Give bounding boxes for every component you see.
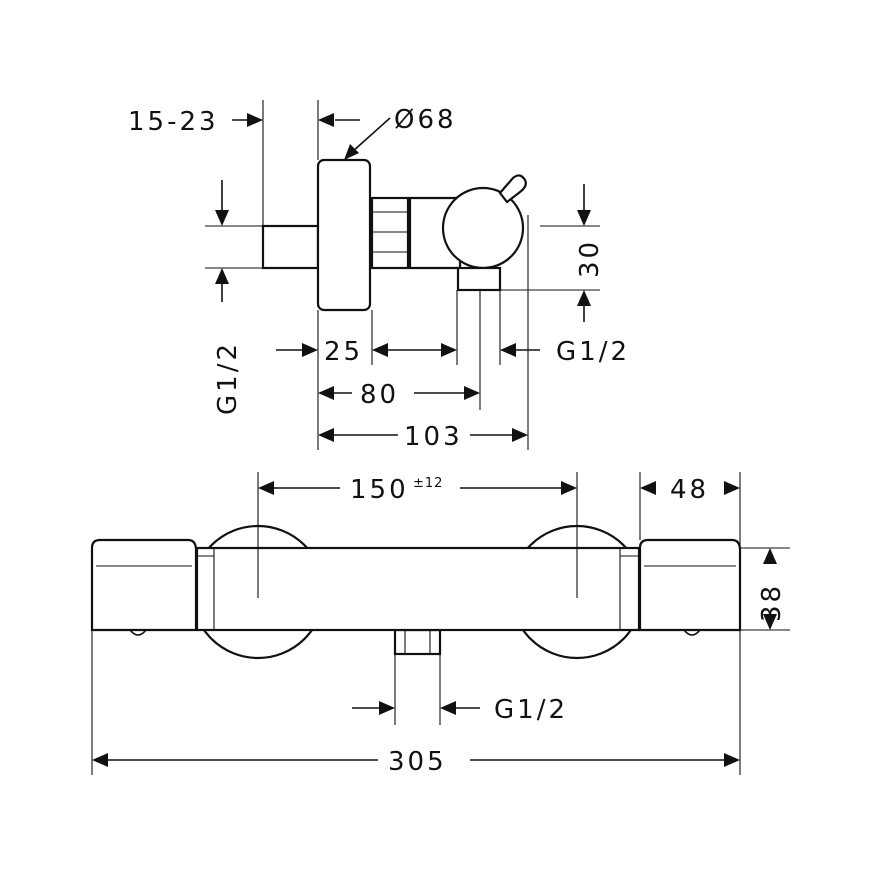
dim-body-height: 38 bbox=[757, 548, 787, 630]
label-centre-tolerance: ±12 bbox=[413, 476, 443, 491]
dim-depth-c: 103 bbox=[318, 422, 528, 452]
label-body-height: 38 bbox=[757, 583, 787, 622]
dim-inlet-offset: 15-23 bbox=[128, 107, 360, 137]
label-handle-width: 48 bbox=[670, 475, 709, 505]
inlet-pipe-stub bbox=[261, 224, 320, 270]
right-handle bbox=[619, 538, 742, 636]
dim-depth-b: 80 bbox=[318, 380, 480, 410]
dim-depth-a: 25 G1/2 bbox=[276, 337, 630, 367]
dim-side-thread: G1/2 bbox=[213, 180, 243, 415]
label-overall-length: 305 bbox=[388, 747, 447, 777]
dim-handle-width: 48 bbox=[640, 475, 740, 505]
label-outlet-thread-side: G1/2 bbox=[556, 337, 630, 367]
label-depth-a: 25 bbox=[324, 337, 363, 367]
outlet-block bbox=[456, 266, 502, 292]
dim-rosette-diameter: Ø68 bbox=[344, 105, 457, 160]
hex-connector bbox=[370, 196, 410, 270]
dim-outlet-height: 30 bbox=[575, 184, 605, 322]
label-outlet-thread-front: G1/2 bbox=[494, 695, 568, 725]
dim-centre-distance: 150 ±12 bbox=[258, 475, 577, 505]
label-side-thread: G1/2 bbox=[213, 341, 243, 415]
dim-outlet-thread-front: G1/2 bbox=[352, 695, 568, 725]
left-handle bbox=[90, 538, 215, 636]
label-centre-distance: 150 bbox=[350, 475, 409, 505]
handle-lever bbox=[498, 174, 527, 204]
side-view: 15-23 Ø68 G1/2 30 bbox=[128, 100, 630, 452]
mixer-body bbox=[195, 546, 641, 632]
outlet-nipple bbox=[393, 628, 442, 656]
label-depth-b: 80 bbox=[360, 380, 399, 410]
dim-overall-length: 305 bbox=[92, 747, 740, 777]
label-rosette-diameter: Ø68 bbox=[394, 105, 457, 135]
label-inlet-offset: 15-23 bbox=[128, 107, 219, 137]
label-outlet-height: 30 bbox=[575, 239, 605, 278]
label-depth-c: 103 bbox=[404, 422, 463, 452]
wall-rosette bbox=[316, 158, 372, 312]
front-view: 150 ±12 48 38 G1/2 305 bbox=[90, 472, 790, 777]
